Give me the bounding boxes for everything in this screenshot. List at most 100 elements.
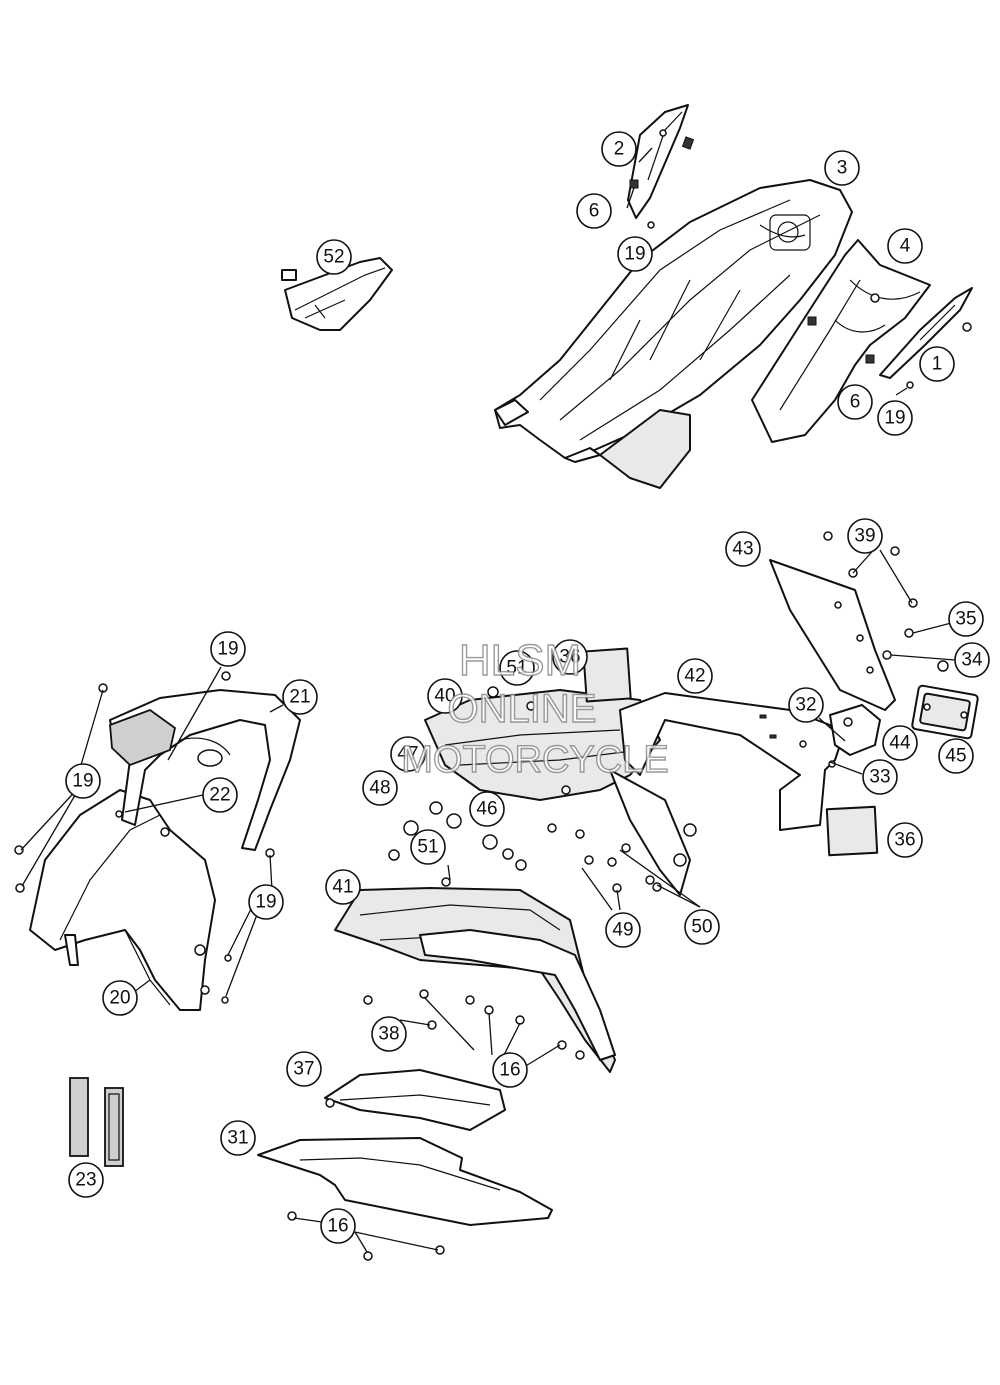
callout-35: 35 (948, 601, 984, 637)
callout-43: 43 (725, 531, 761, 567)
callout-2: 2 (601, 131, 637, 167)
watermark: HLSM ONLINE MOTORCYCLE (401, 635, 670, 781)
svg-text:48: 48 (369, 778, 390, 799)
svg-text:37: 37 (293, 1059, 314, 1080)
fender-bracket-part-21 (109, 689, 301, 851)
callout-48: 48 (362, 770, 398, 806)
rear-frame-part-41 (334, 887, 616, 1073)
callout-44: 44 (882, 725, 918, 761)
fender-fasteners (14, 671, 275, 1004)
svg-text:20: 20 (109, 988, 130, 1009)
callout-23: 23 (68, 1162, 104, 1198)
watermark-line-1: HLSM (459, 636, 581, 685)
callout-46: 46 (469, 791, 505, 827)
callout-19-tail: 19 (877, 400, 913, 436)
callout-19-seat: 19 (617, 236, 653, 272)
callout-34: 34 (954, 642, 990, 678)
svg-text:23: 23 (75, 1170, 96, 1191)
svg-text:22: 22 (209, 785, 230, 806)
svg-text:19: 19 (72, 771, 93, 792)
svg-text:43: 43 (732, 539, 753, 560)
leader-lines (20, 147, 956, 1253)
callout-51-upper: 51 (499, 650, 535, 686)
svg-text:31: 31 (227, 1128, 248, 1149)
callout-19-fender-top: 19 (210, 631, 246, 667)
callout-19-fender-left: 19 (65, 763, 101, 799)
svg-text:52: 52 (323, 247, 344, 268)
callout-6-upper: 6 (576, 193, 612, 229)
callout-40: 40 (427, 678, 463, 714)
svg-text:40: 40 (434, 686, 455, 707)
callout-16-upper: 16 (492, 1052, 528, 1088)
side-cover-part-2 (627, 104, 695, 219)
svg-text:6: 6 (589, 201, 600, 222)
battery-tray-part-52 (281, 257, 393, 331)
tail-emblem-part-1 (879, 287, 973, 379)
svg-text:2: 2 (614, 139, 625, 160)
svg-text:47: 47 (397, 744, 418, 765)
svg-text:1: 1 (932, 354, 943, 375)
light-mount-part-44 (829, 704, 881, 756)
callout-3: 3 (824, 150, 860, 186)
callout-51-lower: 51 (410, 829, 446, 865)
callout-33: 33 (862, 759, 898, 795)
svg-text:6: 6 (850, 392, 861, 413)
svg-text:33: 33 (869, 767, 890, 788)
svg-text:19: 19 (255, 892, 276, 913)
splash-guard-part-37 (324, 1069, 506, 1131)
callout-37: 37 (286, 1051, 322, 1087)
svg-text:36: 36 (894, 830, 915, 851)
reflector-part-45 (911, 684, 979, 740)
svg-text:38: 38 (378, 1024, 399, 1045)
callout-47: 47 (390, 736, 426, 772)
callout-52: 52 (316, 239, 352, 275)
seat-base-part-3 (494, 179, 853, 489)
callout-20: 20 (102, 980, 138, 1016)
callout-16-lower: 16 (320, 1208, 356, 1244)
callout-36-upper: 36 (552, 639, 588, 675)
svg-text:4: 4 (900, 236, 911, 257)
callout-39: 39 (847, 518, 883, 554)
license-plate-part-43 (769, 559, 896, 711)
svg-text:36: 36 (559, 647, 580, 668)
svg-text:19: 19 (624, 244, 645, 265)
callout-32: 32 (788, 687, 824, 723)
svg-text:50: 50 (691, 917, 712, 938)
callout-41: 41 (325, 869, 361, 905)
callout-49: 49 (605, 912, 641, 948)
callout-19-fender-right: 19 (248, 884, 284, 920)
callout-45: 45 (938, 738, 974, 774)
watermark-line-2: ONLINE (448, 687, 597, 731)
svg-text:19: 19 (884, 408, 905, 429)
callout-4: 4 (887, 228, 923, 264)
callout-21: 21 (282, 679, 318, 715)
callout-1: 1 (919, 346, 955, 382)
svg-text:41: 41 (332, 877, 353, 898)
svg-text:34: 34 (961, 650, 983, 671)
svg-text:46: 46 (476, 799, 497, 820)
svg-text:16: 16 (327, 1216, 348, 1237)
svg-text:35: 35 (955, 609, 976, 630)
callout-22: 22 (202, 777, 238, 813)
svg-text:42: 42 (684, 666, 705, 687)
svg-text:39: 39 (854, 526, 875, 547)
callout-6-lower: 6 (837, 384, 873, 420)
reflector-part-23 (69, 1077, 124, 1167)
watermark-line-3: MOTORCYCLE (401, 739, 668, 781)
tail-cover-part-4 (751, 239, 931, 443)
reflector-part-36b (825, 805, 879, 857)
reflector-part-36a (582, 647, 632, 703)
callout-50: 50 (684, 909, 720, 945)
callout-38: 38 (371, 1016, 407, 1052)
svg-text:21: 21 (289, 687, 310, 708)
svg-text:32: 32 (795, 695, 816, 716)
callout-42: 42 (677, 658, 713, 694)
svg-text:3: 3 (837, 158, 848, 179)
svg-text:44: 44 (889, 733, 911, 754)
rear-frame-part-40 (424, 689, 697, 896)
svg-text:51: 51 (417, 837, 438, 858)
callout-31: 31 (220, 1120, 256, 1156)
svg-text:51: 51 (506, 658, 527, 679)
svg-text:49: 49 (612, 920, 633, 941)
